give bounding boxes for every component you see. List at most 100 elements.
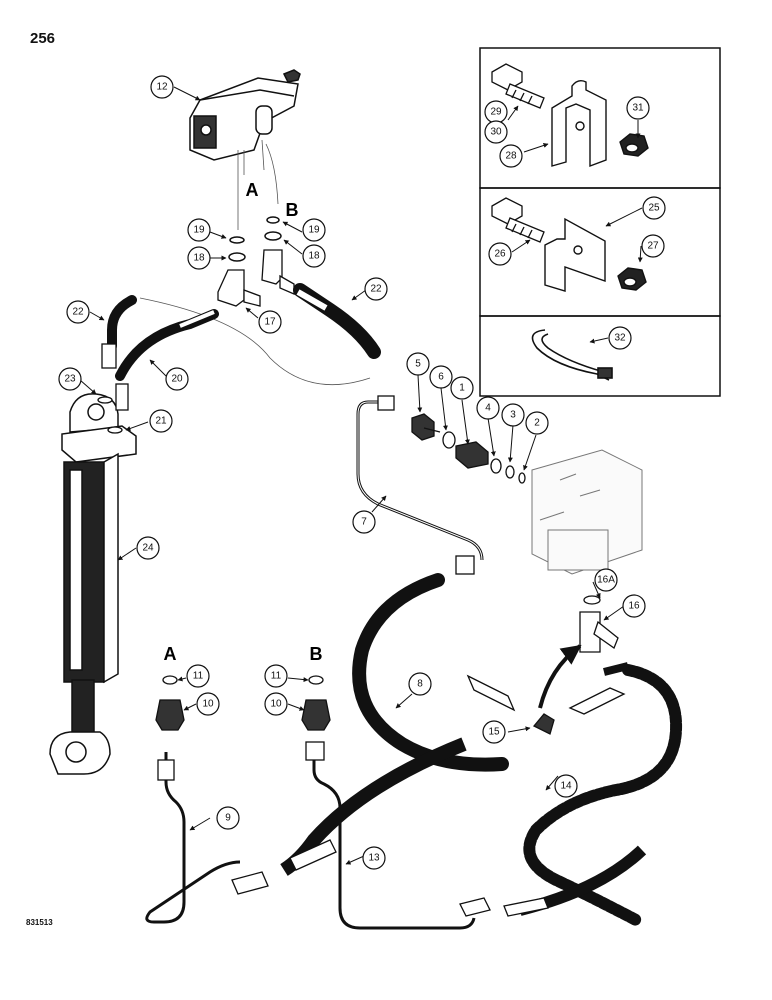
port-label-a-top: A xyxy=(246,180,259,200)
svg-text:18: 18 xyxy=(193,253,205,264)
callout-21: 21 xyxy=(149,409,173,433)
callout-24: 24 xyxy=(136,536,160,560)
svg-text:20: 20 xyxy=(171,374,183,385)
port-label-b-top: B xyxy=(286,200,299,220)
svg-text:29: 29 xyxy=(490,107,502,118)
lower-fittings xyxy=(155,675,331,731)
callout-32: 32 xyxy=(608,326,632,350)
callout-15: 15 xyxy=(482,720,506,744)
svg-text:17: 17 xyxy=(264,317,276,328)
svg-text:6: 6 xyxy=(438,372,444,383)
callout-10b: 10 xyxy=(264,692,288,716)
callout-6: 6 xyxy=(429,365,453,389)
callout-28: 28 xyxy=(499,144,523,168)
svg-text:11: 11 xyxy=(193,671,204,682)
tee-fitting-icon xyxy=(579,595,619,653)
y-fitting-icon xyxy=(466,674,626,735)
cable-strap-icon xyxy=(531,329,613,381)
callout-22a: 22 xyxy=(66,300,90,324)
hex-nut-icon xyxy=(619,133,649,157)
callout-23: 23 xyxy=(58,367,82,391)
svg-text:24: 24 xyxy=(142,543,154,554)
callout-1: 1 xyxy=(450,376,474,400)
callout-25: 25 xyxy=(642,196,666,220)
port-label-a-lower: A xyxy=(164,644,177,664)
hose-22-left xyxy=(101,295,137,369)
svg-text:3: 3 xyxy=(510,410,516,421)
svg-text:19: 19 xyxy=(193,225,205,236)
figure-code: 831513 xyxy=(26,918,53,927)
callout-27: 27 xyxy=(641,234,665,258)
svg-text:1: 1 xyxy=(459,383,465,394)
callout-31: 31 xyxy=(626,96,650,120)
svg-text:23: 23 xyxy=(64,374,76,385)
clamp-bolt-icon xyxy=(491,63,545,109)
hex-nut-icon-2 xyxy=(617,267,647,291)
svg-text:14: 14 xyxy=(560,781,572,792)
inset-panel xyxy=(479,47,721,397)
o-ring-icons xyxy=(228,216,282,262)
callout-17: 17 xyxy=(258,310,282,334)
callout-group: 12 19 19 18 18 17 22 22 20 23 21 24 29 3… xyxy=(58,75,666,870)
hose-adapter xyxy=(289,839,337,871)
callout-11a: 11 xyxy=(186,664,210,688)
svg-text:25: 25 xyxy=(648,203,660,214)
callout-12: 12 xyxy=(150,75,174,99)
svg-text:11: 11 xyxy=(271,671,282,682)
svg-text:26: 26 xyxy=(494,249,506,260)
clamp-bolt-icon-2 xyxy=(491,197,545,243)
svg-text:28: 28 xyxy=(505,151,517,162)
svg-text:22: 22 xyxy=(370,284,382,295)
callout-7: 7 xyxy=(352,510,376,534)
control-valve-icon xyxy=(189,69,301,161)
callout-22b: 22 xyxy=(364,277,388,301)
callout-5: 5 xyxy=(406,352,430,376)
tube-9 xyxy=(145,752,269,924)
callout-16a: 16A xyxy=(594,568,618,592)
callout-2: 2 xyxy=(525,411,549,435)
tube-7 xyxy=(356,400,484,561)
svg-text:8: 8 xyxy=(417,679,423,690)
svg-text:27: 27 xyxy=(647,241,659,252)
single-clamp-icon xyxy=(544,217,606,292)
svg-text:22: 22 xyxy=(72,307,84,318)
svg-text:32: 32 xyxy=(614,333,626,344)
loader-valve-outline xyxy=(531,449,643,575)
callout-16: 16 xyxy=(622,594,646,618)
callout-8: 8 xyxy=(408,672,432,696)
svg-text:12: 12 xyxy=(156,82,168,93)
svg-text:16A: 16A xyxy=(597,575,615,586)
port-label-b-lower: B xyxy=(310,644,323,664)
tube-7-fittings xyxy=(377,395,475,575)
callout-30: 30 xyxy=(484,120,508,144)
svg-text:9: 9 xyxy=(225,813,231,824)
callout-19a: 19 xyxy=(187,218,211,242)
svg-text:13: 13 xyxy=(368,853,380,864)
svg-text:4: 4 xyxy=(485,403,491,414)
callout-13: 13 xyxy=(362,846,386,870)
tube-13 xyxy=(305,741,549,930)
callout-18a: 18 xyxy=(187,246,211,270)
callout-4: 4 xyxy=(476,396,500,420)
svg-text:31: 31 xyxy=(632,103,644,114)
callout-9: 9 xyxy=(216,806,240,830)
svg-text:5: 5 xyxy=(415,359,421,370)
svg-text:16: 16 xyxy=(628,601,640,612)
direction-arrow xyxy=(538,644,582,709)
callout-29: 29 xyxy=(484,100,508,124)
callout-20: 20 xyxy=(165,367,189,391)
svg-text:19: 19 xyxy=(308,225,320,236)
svg-text:10: 10 xyxy=(270,699,282,710)
double-clamp-icon xyxy=(551,79,607,168)
svg-text:21: 21 xyxy=(155,416,167,427)
svg-text:2: 2 xyxy=(534,418,540,429)
callout-19b: 19 xyxy=(302,218,326,242)
callout-11b: 11 xyxy=(264,664,288,688)
svg-text:10: 10 xyxy=(202,699,214,710)
elbow-fitting-icon xyxy=(217,249,295,307)
callout-10a: 10 xyxy=(196,692,220,716)
leader-lines xyxy=(79,86,643,865)
svg-text:30: 30 xyxy=(490,127,502,138)
guide-lines xyxy=(139,139,371,386)
